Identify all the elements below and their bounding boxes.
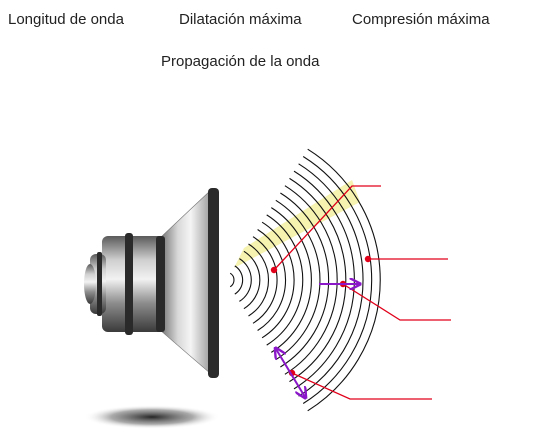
speaker-shadow [84,405,220,429]
callout-propagation [291,372,432,400]
wave-arc [229,272,235,288]
wave-arc [266,214,304,346]
wave-arc [252,236,278,324]
callout-compression [342,283,451,321]
speaker-icon [84,188,219,378]
wave-arc [284,185,338,375]
wave-arc [298,163,364,397]
wave-arc [302,156,373,404]
wave-arc [307,148,381,412]
wave-arc [234,265,244,295]
wave-arc [248,243,270,317]
callout-dots [270,255,372,377]
label-wavelength: Longitud de onda [8,11,124,28]
wave-arc [275,199,321,361]
label-max-compression: Compresión máxima [352,11,490,28]
arrow-diagonal [276,349,305,397]
wave-arc [239,258,252,302]
wave-arc [243,250,261,310]
callout-lines [273,185,451,400]
wave-fronts [229,148,381,412]
callout-wavelength [273,185,381,271]
wave-arc [289,177,347,383]
wave-arc [261,221,295,339]
label-propagation: Propagación de la onda [161,53,320,70]
wave-arc [257,229,287,331]
label-max-dilation: Dilatación máxima [179,11,302,28]
particle-arrows [276,284,359,397]
wave-arc [271,207,312,353]
